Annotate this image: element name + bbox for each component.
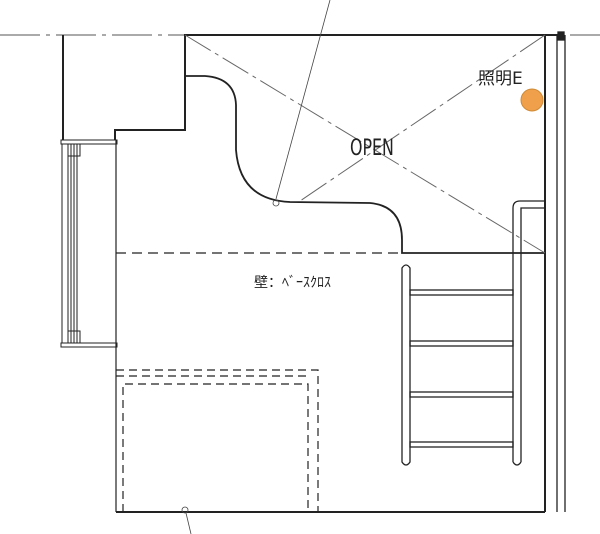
right-wall-double xyxy=(556,31,566,512)
light-fixture-icon xyxy=(520,88,544,112)
ladder xyxy=(401,200,545,466)
loft-edge-curve xyxy=(185,75,545,254)
walls xyxy=(62,34,560,513)
desk-outline xyxy=(116,369,319,512)
window xyxy=(60,139,118,348)
wall-finish-label: 壁：ﾍﾞｰｽｸﾛｽ xyxy=(254,275,331,291)
open-diagonals xyxy=(184,34,546,254)
leader-line xyxy=(181,0,331,534)
open-label: OPEN xyxy=(350,136,394,161)
light-label: 照明E xyxy=(478,69,523,89)
